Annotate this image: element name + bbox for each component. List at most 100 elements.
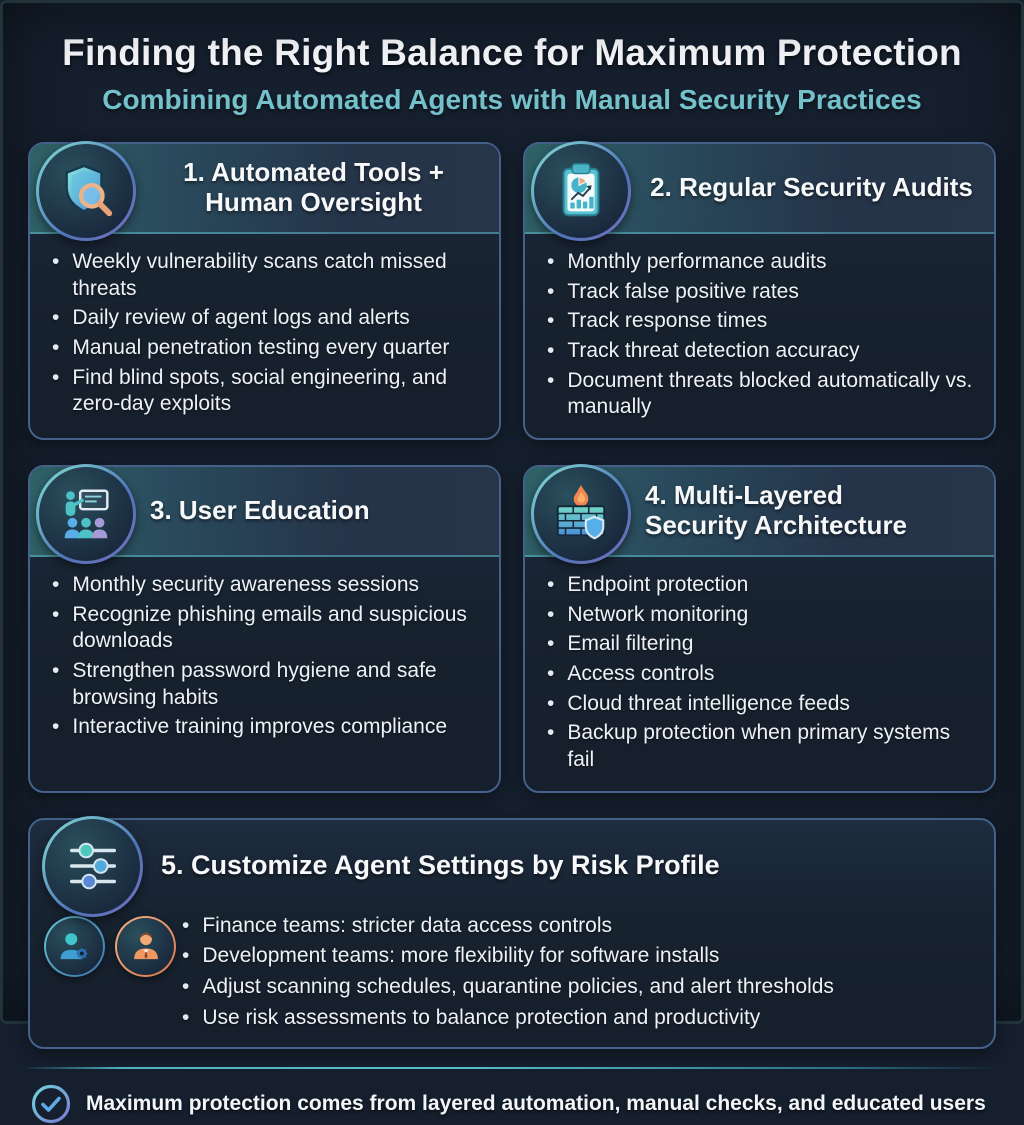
card-1: 1. Automated Tools +Human Oversight • Week… xyxy=(28,141,501,440)
bullet-dot: • xyxy=(52,365,60,389)
footer-text: Maximum protection comes from layered au… xyxy=(86,1092,986,1116)
card-title-line: Security Architecture xyxy=(645,509,908,540)
card-header: 5. Customize Agent Settings by Risk Prof… xyxy=(30,815,994,917)
card-title: 1. Automated Tools +Human Oversight xyxy=(150,158,487,217)
bullet-text: Track threat detection accuracy xyxy=(567,338,860,362)
bullet-item: • Find blind spots, social engineering, a… xyxy=(52,365,487,418)
bullet-item: • Network monitoring xyxy=(547,602,982,629)
bullet-text: Track response times xyxy=(567,309,768,333)
bullet-dot: • xyxy=(52,306,60,330)
card-icon-badge xyxy=(531,141,631,241)
bullet-item: • Track false positive rates xyxy=(547,279,982,306)
card-title-line: 4. Multi-Layered xyxy=(645,480,843,511)
card-header: 3. User Education xyxy=(30,463,499,564)
card-header: 2. Regular Security Audits xyxy=(525,141,994,241)
card-title: 5. Customize Agent Settings by Risk Prof… xyxy=(161,850,720,881)
bullet-text: Use risk assessments to balance protecti… xyxy=(202,1005,761,1029)
card-icon-badge xyxy=(531,463,631,564)
businessman-icon xyxy=(115,915,176,977)
bullet-dot: • xyxy=(547,691,555,715)
bullet-text: Strengthen password hygiene and safe bro… xyxy=(72,658,437,709)
check-icon xyxy=(30,1083,72,1125)
card-3: 3. User Education •Monthly security aware… xyxy=(28,463,501,793)
bullet-item: • Use risk assessments to balance protect… xyxy=(182,1005,978,1032)
bullet-text: Daily review of agent logs and alerts xyxy=(72,306,410,330)
card-icon-badge xyxy=(36,141,136,241)
bullet-text: Manual penetration testing every quarter xyxy=(72,335,450,359)
bullet-text: Backup protection when primary systems f… xyxy=(567,721,951,771)
card-title: 3. User Education xyxy=(150,495,370,526)
bullet-text: Interactive training improves compliance xyxy=(72,715,448,739)
bullet-dot: • xyxy=(52,335,60,359)
persona-icons xyxy=(44,915,176,977)
bullet-dot: • xyxy=(547,572,555,596)
bullet-item: •Strengthen password hygiene and safe br… xyxy=(52,658,487,711)
shield-magnifier-icon xyxy=(39,144,133,238)
bullet-list: •Monthly security awareness sessions•Rec… xyxy=(30,557,499,758)
card-title-line: 2. Regular Security Audits xyxy=(650,172,973,203)
bullet-item: • Adjust scanning schedules, quarantine p… xyxy=(182,974,978,1001)
card-title: 2. Regular Security Audits xyxy=(645,173,982,203)
bullet-text: Track false positive rates xyxy=(567,279,799,303)
bullet-item: • Endpoint protection xyxy=(547,572,982,599)
card-title-line: 1. Automated Tools + xyxy=(183,157,444,188)
bullet-dot: • xyxy=(52,572,60,596)
bullet-text: Find blind spots, social engineering, an… xyxy=(72,365,448,416)
bullet-dot: • xyxy=(52,715,60,739)
bullet-text: Adjust scanning schedules, quarantine po… xyxy=(202,974,834,998)
card-5: 5. Customize Agent Settings by Risk Prof… xyxy=(28,815,996,1050)
bullet-text: Finance teams: stricter data access cont… xyxy=(202,913,613,937)
card-icon-badge xyxy=(42,815,143,917)
bullet-dot: • xyxy=(547,279,555,303)
bullet-text: Network monitoring xyxy=(567,602,749,626)
card-title-line: Human Oversight xyxy=(205,187,422,217)
card-header: 1. Automated Tools +Human Oversight xyxy=(30,141,499,241)
bullet-text: Email filtering xyxy=(567,632,694,656)
page-subtitle: Combining Automated Agents with Manual S… xyxy=(102,84,922,115)
firewall-icon xyxy=(534,466,628,561)
bullet-text: Access controls xyxy=(567,661,715,685)
bullet-list: •Endpoint protection•Network monitoring•… xyxy=(525,557,994,791)
bullet-text: Development teams: more flexibility for … xyxy=(202,944,720,968)
bullet-dot: • xyxy=(547,661,555,685)
bullet-dot: • xyxy=(547,721,555,745)
clipboard-chart-icon xyxy=(534,144,628,238)
sliders-icon xyxy=(45,818,140,914)
bullet-dot: • xyxy=(182,1005,190,1029)
bullet-dot: • xyxy=(547,309,555,333)
bullet-dot: • xyxy=(182,974,190,998)
bullet-dot: • xyxy=(547,632,555,656)
bullet-item: • Development teams: more flexibility for… xyxy=(182,943,978,970)
page-title: Finding the Right Balance for Maximum Pr… xyxy=(62,32,962,73)
user-gear-icon xyxy=(46,917,103,975)
bullet-dot: • xyxy=(547,250,555,273)
bullet-text: Cloud threat intelligence feeds xyxy=(567,691,850,715)
cards-grid: 1. Automated Tools +Human Oversight • Week… xyxy=(28,141,996,1050)
bullet-item: • Email filtering xyxy=(547,631,982,658)
card-icon-badge xyxy=(36,463,136,564)
bullet-text: Weekly vulnerability scans catch missed … xyxy=(72,250,447,300)
bullet-dot: • xyxy=(52,602,60,626)
bullet-list: • Finance teams: stricter data access con… xyxy=(182,907,994,1048)
bullet-dot: • xyxy=(182,913,190,937)
bullet-dot: • xyxy=(547,368,555,392)
businessman-icon xyxy=(117,917,174,975)
bullet-list: • Weekly vulnerability scans catch missed… xyxy=(30,234,499,435)
bullet-item: • Finance teams: stricter data access con… xyxy=(182,913,978,940)
bullet-item: • Manual penetration testing every quarte… xyxy=(52,335,487,362)
bullet-dot: • xyxy=(52,250,60,273)
bullet-dot: • xyxy=(547,602,555,626)
bullet-item: • Weekly vulnerability scans catch missed… xyxy=(52,249,487,302)
footer: Maximum protection comes from layered au… xyxy=(28,1069,996,1125)
bullet-item: • Cloud threat intelligence feeds xyxy=(547,691,982,718)
bullet-dot: • xyxy=(182,944,190,968)
bullet-item: • Backup protection when primary systems … xyxy=(547,720,982,773)
bullet-item: • Daily review of agent logs and alerts xyxy=(52,305,487,332)
training-icon xyxy=(39,466,133,561)
bullet-item: • Interactive training improves complianc… xyxy=(52,714,487,741)
bullet-text: Endpoint protection xyxy=(567,572,749,596)
bullet-text: Document threats blocked automatically v… xyxy=(567,368,973,419)
